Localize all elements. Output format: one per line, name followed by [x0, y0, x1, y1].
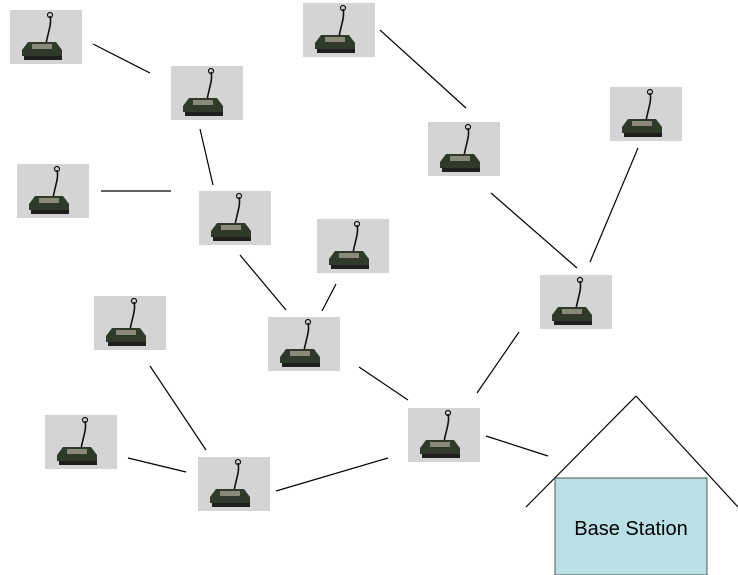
network-link: [485, 435, 549, 457]
sensor-node-photo: [94, 296, 166, 350]
network-link: [589, 147, 639, 263]
sensor-node-photo: [303, 3, 375, 57]
network-links: [92, 29, 639, 492]
roof-right: [635, 395, 738, 508]
base-station-label: Base Station: [574, 518, 687, 540]
roof-left: [525, 395, 637, 508]
sensor-node-photo: [45, 415, 117, 469]
network-link: [149, 365, 207, 451]
network-link: [199, 128, 214, 186]
sensor-node-photo: [10, 10, 82, 64]
network-link: [275, 457, 389, 492]
sensor-node-photo: [268, 317, 340, 371]
network-link: [476, 331, 520, 394]
base-station-box: [554, 477, 708, 575]
sensor-node-photo: [199, 191, 271, 245]
sensor-node-photo: [540, 275, 612, 329]
sensor-node-photo: [17, 164, 89, 218]
network-link: [379, 29, 467, 109]
network-link: [490, 192, 578, 269]
network-link: [239, 254, 287, 311]
network-link: [358, 366, 409, 401]
sensor-node-photo: [171, 66, 243, 120]
network-link: [321, 283, 337, 312]
base-station: Base Station: [525, 395, 738, 575]
sensor-nodes: [10, 3, 682, 511]
network-link: [127, 457, 187, 473]
sensor-node-photo: [428, 122, 500, 176]
sensor-node-photo: [408, 408, 480, 462]
sensor-node-photo: [198, 457, 270, 511]
sensor-node-photo: [610, 87, 682, 141]
sensor-node-photo: [317, 219, 389, 273]
network-link: [92, 43, 151, 74]
